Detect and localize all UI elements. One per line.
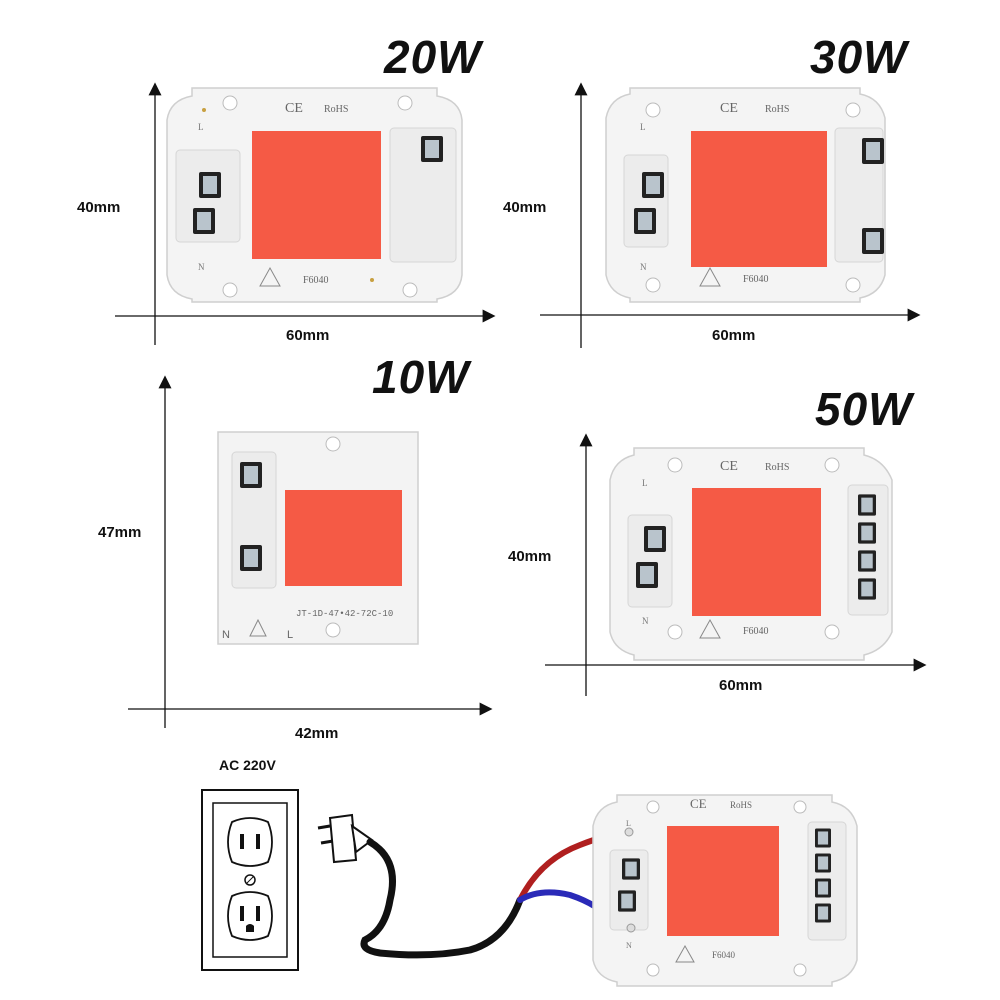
warning-icon bbox=[675, 944, 695, 963]
width-label-10w: 42mm bbox=[295, 725, 339, 742]
model-mark: F6040 bbox=[743, 274, 769, 285]
axes-20w bbox=[115, 82, 496, 345]
ce-mark: CE bbox=[690, 796, 707, 811]
rohs-mark: RoHS bbox=[730, 800, 752, 810]
axes-10w bbox=[128, 375, 493, 728]
live-terminal-mark: L bbox=[642, 478, 648, 488]
led-chip-50w bbox=[692, 488, 821, 616]
cob-module-50w: CE RoHS F6040 L N bbox=[609, 447, 893, 661]
model-mark: F6040 bbox=[743, 626, 769, 637]
ce-mark: CE bbox=[720, 101, 738, 116]
neutral-terminal-mark: N bbox=[626, 941, 632, 950]
ce-mark: CE bbox=[720, 459, 738, 474]
width-label-50w: 60mm bbox=[719, 677, 763, 694]
cob-module-10w: JT-1D-47•42-72C-10 N L bbox=[217, 431, 419, 645]
neutral-terminal-mark: N bbox=[222, 629, 230, 641]
neutral-terminal-mark: N bbox=[198, 262, 205, 272]
supply-voltage-label: AC 220V bbox=[219, 757, 276, 773]
height-label-30w: 40mm bbox=[503, 199, 547, 216]
wattage-title-50w: 50W bbox=[815, 383, 913, 435]
axes-50w bbox=[545, 433, 927, 696]
power-plug-icon bbox=[317, 813, 374, 864]
cob-module-20w: CE RoHS F6040 L N bbox=[166, 87, 463, 303]
led-chip-20w bbox=[252, 131, 381, 259]
axes-30w bbox=[540, 82, 921, 348]
live-terminal-mark: L bbox=[198, 122, 204, 132]
live-terminal-mark: L bbox=[640, 122, 646, 132]
live-terminal-mark: L bbox=[287, 629, 293, 641]
neutral-terminal-mark: N bbox=[642, 616, 649, 626]
led-chip-30w bbox=[691, 131, 827, 267]
wattage-title-30w: 30W bbox=[810, 31, 908, 83]
height-label-10w: 47mm bbox=[98, 524, 142, 541]
cob-module-wired: CE RoHS F6040 L N bbox=[592, 794, 858, 987]
neutral-terminal-mark: N bbox=[640, 262, 647, 272]
width-label-20w: 60mm bbox=[286, 327, 330, 344]
wattage-title-20w: 20W bbox=[384, 31, 482, 83]
live-terminal-mark: L bbox=[626, 819, 631, 828]
warning-icon bbox=[699, 618, 721, 639]
height-label-50w: 40mm bbox=[508, 548, 552, 565]
model-mark: JT-1D-47•42-72C-10 bbox=[296, 609, 393, 619]
width-label-30w: 60mm bbox=[712, 327, 756, 344]
warning-icon bbox=[699, 266, 721, 287]
cob-module-30w: CE RoHS F6040 L N bbox=[605, 87, 886, 303]
rohs-mark: RoHS bbox=[765, 104, 789, 115]
height-label-20w: 40mm bbox=[77, 199, 121, 216]
led-chip-wired bbox=[667, 826, 779, 936]
rohs-mark: RoHS bbox=[765, 462, 789, 473]
wall-outlet-icon bbox=[201, 789, 299, 971]
model-mark: F6040 bbox=[712, 950, 736, 960]
warning-icon bbox=[259, 266, 281, 287]
warning-icon bbox=[249, 618, 267, 637]
model-mark: F6040 bbox=[303, 275, 329, 286]
rohs-mark: RoHS bbox=[324, 104, 348, 115]
ce-mark: CE bbox=[285, 101, 303, 116]
power-cable bbox=[360, 838, 524, 959]
led-chip-10w bbox=[285, 490, 402, 586]
wattage-title-10w: 10W bbox=[372, 351, 470, 403]
